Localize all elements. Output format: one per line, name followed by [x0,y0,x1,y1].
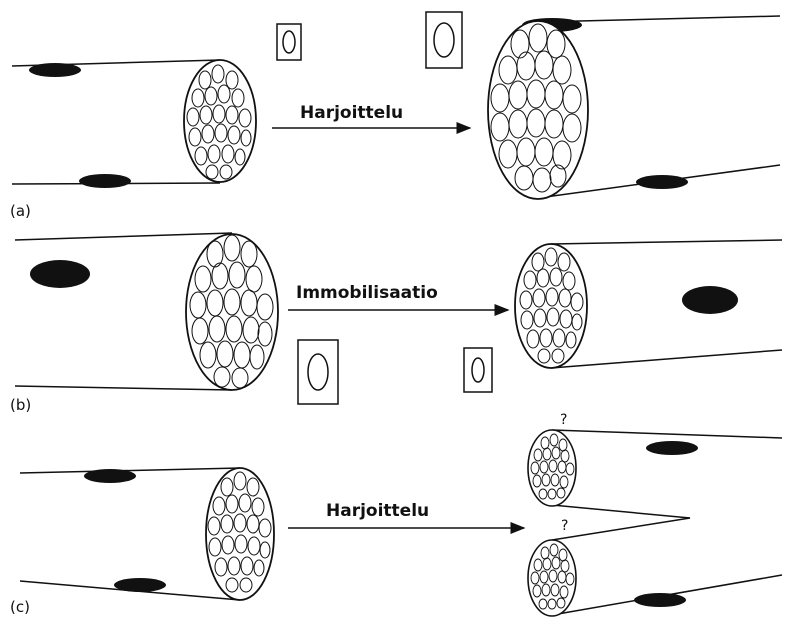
panel-label: (a) [10,202,31,220]
arrow-training-c: Harjoittelu [288,501,524,528]
fiber-cross-section-upper [528,430,576,506]
panel-c: Harjoittelu [10,412,782,616]
fiber-size-icon-small [464,348,492,392]
nucleus [30,260,90,288]
nucleus [646,441,698,455]
fiber-size-icon-large [298,340,338,404]
nucleus [636,175,688,189]
arrow-label: Immobilisaatio [296,283,438,303]
question-mark-lower: ? [561,518,568,534]
nucleus [634,593,686,607]
fiber-cross-section [206,468,274,600]
fiber-before-immobilisation [15,233,278,390]
arrow-immobilisation: Immobilisaatio [288,283,508,310]
nucleus [682,286,738,314]
fiber-cross-section [184,60,256,182]
fiber-cross-section-lower [528,540,576,616]
nucleus [29,63,81,77]
fiber-after-training [488,16,780,199]
arrow-label: Harjoittelu [300,103,403,123]
arrow-training-a: Harjoittelu [272,103,470,128]
fiber-size-icon-large [426,12,462,68]
fiber-cross-section [515,244,587,368]
nucleus [114,578,166,592]
fiber-size-icon-small [277,24,301,60]
panel-label: (c) [10,598,30,616]
nucleus [84,469,136,483]
panel-b: Immobilisaatio [10,233,782,414]
fiber-after-immobilisation [515,240,782,368]
split-fibers: ? ? [528,412,782,616]
arrow-label: Harjoittelu [326,501,429,521]
question-mark-upper: ? [560,412,567,428]
fiber-before-training [12,60,256,188]
panel-label: (b) [10,396,31,414]
fiber-cross-section [186,234,278,390]
fiber-before-training [20,468,274,600]
panel-a: Harjoittelu [10,12,780,220]
fiber-cross-section [488,21,588,199]
nucleus [79,174,131,188]
